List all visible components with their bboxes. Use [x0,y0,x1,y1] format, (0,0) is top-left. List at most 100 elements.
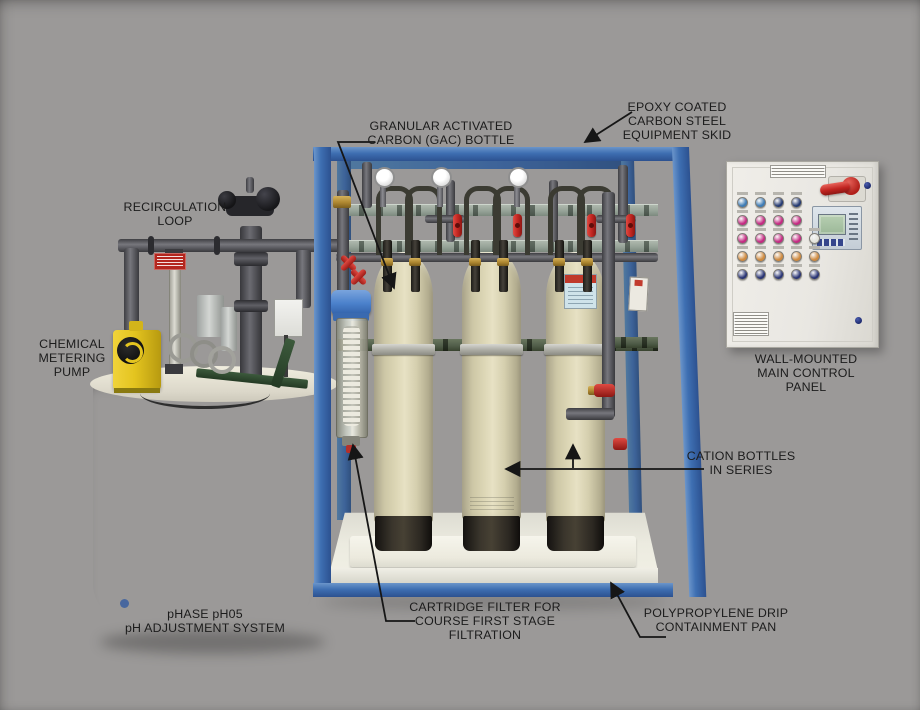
skid-right-post [672,147,707,597]
bottle-head-fitting [499,240,508,292]
pump-top-fitting [129,321,143,331]
panel-spec-label [733,312,769,336]
label-equipment-skid: EPOXY COATED CARBON STEEL EQUIPMENT SKID [622,100,732,142]
brass-fitting [497,258,509,266]
pilot-light [755,246,766,262]
panel-pilot-lights [737,192,820,287]
label-drip-pan: POLYPROPYLENE DRIP CONTAINMENT PAN [643,606,789,634]
pipe-flange [148,236,154,255]
red-valve-handle [453,214,462,237]
label-cation-bottles: CATION BOTTLES IN SERIES [686,449,796,477]
pressure-gauge [374,167,395,188]
pvc-fitting [221,307,237,351]
pipe-coupling [234,300,268,312]
bottle-printed-text [470,497,514,513]
actuator-stem [246,177,254,193]
brass-fitting [581,258,593,266]
bottle-hose-loop [464,186,501,255]
label-cartridge-filter: CARTRIDGE FILTER FOR COURSE FIRST STAGE … [409,600,561,642]
sight-tube-fitting [165,364,183,374]
pump-dial-spiral [122,342,143,363]
bottle-clamp-band [460,344,523,355]
motor-actuator-end [218,191,236,209]
label-chemical-metering-pump: CHEMICAL METERING PUMP [38,337,106,379]
manifold-jumper-pipe [596,215,636,223]
tank-floor-shadow [100,630,325,654]
pilot-light [773,228,784,244]
pressure-gauge [431,167,452,188]
skid-top-bar [313,147,689,161]
hmi-button-grid [849,213,858,241]
cartridge-filter-element [343,326,360,426]
bottle-head-fitting [555,240,564,292]
manifold-drop-pipe [618,165,628,243]
skid-back-top-bar [337,158,633,169]
bottle-head-fitting [471,240,480,292]
cartridge-filter-ring [333,313,369,321]
brass-fitting [333,196,351,208]
bottle-base [547,516,604,551]
pilot-light [791,246,802,262]
drip-pan-front-lip [330,568,658,583]
label-gac-bottle: GRANULAR ACTIVATED CARBON (GAC) BOTTLE [367,119,515,147]
lid-drop-pipe [296,250,311,308]
panel-pilot-dot [855,317,862,324]
manifold-drop-pipe [362,162,372,208]
cartridge-filter-drain [342,436,360,446]
pilot-light [809,264,820,280]
side-strut-stub [600,337,658,348]
pilot-light [737,210,748,226]
pilot-light [791,264,802,280]
cable-loop [140,378,270,409]
red-valve-handle [513,214,522,237]
panel-pilot-dot [864,182,871,189]
brass-fitting [553,258,565,266]
manifold-header-pipe [336,253,658,262]
bottle-base [375,516,432,551]
pilot-light [809,228,820,244]
bottle-hose-loop [493,186,530,255]
pilot-light [737,246,748,262]
pilot-light [773,264,784,280]
pilot-light [791,192,802,208]
hose-clamp-ring [208,346,236,374]
pvc-fitting [197,295,224,337]
pilot-light [791,228,802,244]
cartridge-filter-housing [336,318,368,438]
right-elbow-pipe [566,408,614,420]
bottle-hose-loop [548,186,585,255]
red-valve-handle [587,214,596,237]
pipe-flange [214,236,220,255]
panel-light-row-3 [737,228,820,244]
pipe-coupling [234,252,268,266]
red-valve-handle [594,384,615,397]
pilot-light [737,264,748,280]
panel-light-row-4 [737,246,820,262]
brass-fitting [381,258,393,266]
bottle-head-fitting [583,240,592,292]
bottle-head-fitting [383,240,392,292]
pilot-light [773,246,784,262]
manifold-drop-pipe [549,180,558,242]
bottle-clamp-band [544,344,607,355]
red-valve-handle [626,214,635,237]
tank-drain-fitting [120,599,129,608]
hmi-screen [818,214,846,235]
panel-nameplate [770,165,826,178]
label-ph-system: pHASE pH05 pH ADJUSTMENT SYSTEM [124,607,286,635]
manifold-jumper-pipe [425,215,465,223]
pilot-light [773,192,784,208]
pilot-light [737,228,748,244]
bottle-label-sticker [564,274,597,309]
bottle-clamp-band [372,344,435,355]
brass-fitting [588,386,596,395]
brass-fitting [469,258,481,266]
pilot-light [773,210,784,226]
pilot-light [755,228,766,244]
warning-label [154,253,186,270]
pressure-gauge [508,167,529,188]
panel-light-row-1 [737,192,820,208]
hanging-tag [628,276,649,312]
pilot-light [791,210,802,226]
pilot-light [755,210,766,226]
